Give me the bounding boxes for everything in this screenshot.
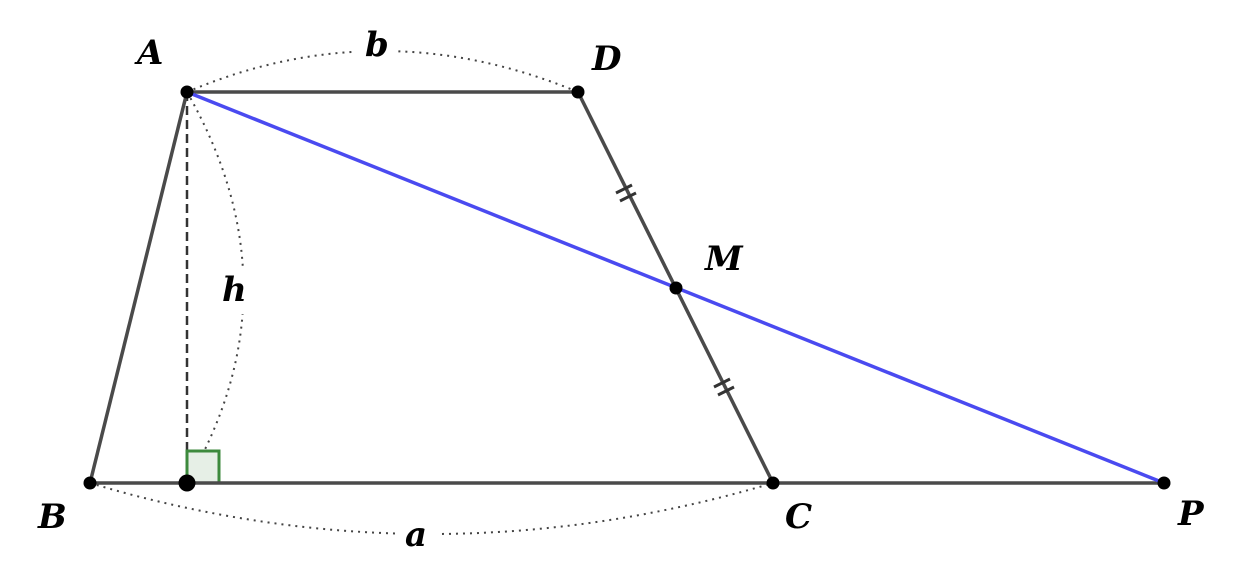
tick-marks-DM [615,183,637,203]
label-P: P [1177,494,1205,534]
point-B [83,476,97,490]
point-M [669,281,683,295]
label-M: M [704,239,744,279]
label-D: D [591,39,622,79]
label-a: a [405,515,427,555]
label-B: B [37,497,67,537]
label-A: A [134,33,163,73]
arc-a [89,482,774,535]
edge-AB [88,91,189,484]
tick-marks-MC [713,377,735,397]
point-P [1157,476,1171,490]
label-C: C [785,497,812,537]
point-A [180,85,194,99]
label-h: h [222,270,247,310]
point-D [571,85,585,99]
point-foot [178,474,196,492]
label-b: b [365,25,389,65]
point-C [766,476,780,490]
